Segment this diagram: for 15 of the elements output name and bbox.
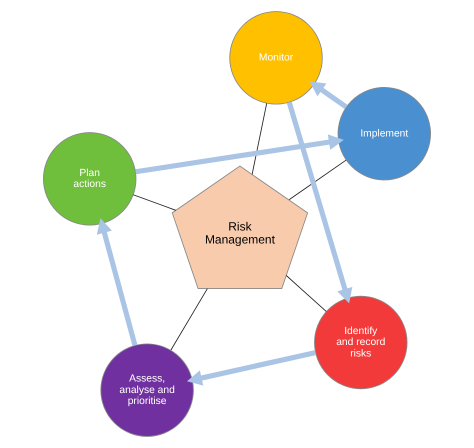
node-circle: Monitor [229,11,323,105]
connector [286,275,327,312]
node-circle: Implement [338,86,431,180]
connector [252,102,268,175]
arrow [310,81,348,110]
connector [170,288,208,351]
connector [288,160,347,200]
node-circle: Assess, analyse and prioritise [100,343,194,437]
node-circle: Plan actions [43,132,136,226]
arrow [286,102,352,304]
arrow [186,350,316,386]
connector [132,194,176,211]
arrow [135,134,344,174]
arrow [96,218,138,346]
node-circle: Identify and record risks [314,296,408,390]
